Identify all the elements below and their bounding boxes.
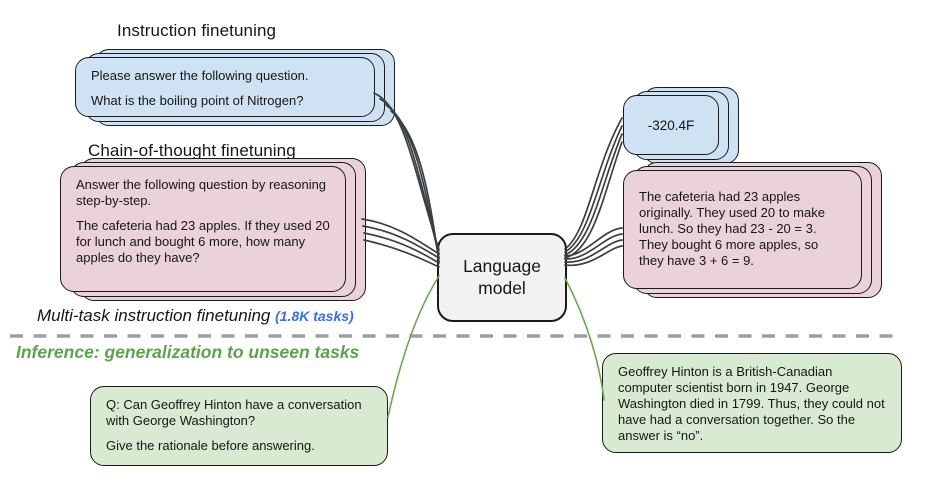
cot-to-model-lines [361,218,440,268]
model-to-cot-output-lines [564,227,623,267]
inference-section-label: Inference: generalization to unseen task… [16,342,360,362]
cot-prompt-card-stack: Answer the following question by reasoni… [60,158,366,301]
task-count-badge: (1.8K tasks) [275,308,354,324]
cot-output-card-stack: The cafeteria had 23 apples originally. … [623,162,882,298]
instruction-prompt-card: Please answer the following question. Wh… [75,57,375,117]
inference-output-card: Geoffrey Hinton is a British-Canadian co… [602,353,902,453]
language-model-box: Language model [437,233,567,322]
cot-prompt-card: Answer the following question by reasoni… [60,166,346,292]
instruction-answer-text: -320.4F [647,117,695,133]
cot-prompt-instruction: Answer the following question by reasoni… [76,177,327,209]
cot-prompt-question: The cafeteria had 23 apples. If they use… [76,218,330,266]
cot-answer-text: The cafeteria had 23 apples originally. … [639,189,825,269]
language-model-label-line2: model [478,277,526,298]
instruction-prompt-line-1: Please answer the following question. [91,68,309,83]
cot-output-card: The cafeteria had 23 apples originally. … [623,170,862,289]
instruction-prompt-card-stack: Please answer the following question. Wh… [75,49,395,126]
instruction-prompt-line-2: What is the boiling point of Nitrogen? [91,93,304,109]
inference-question-text: Q: Can Geoffrey Hinton have a conversati… [106,397,362,429]
instruction-finetuning-title: Instruction finetuning [117,21,277,40]
instruction-output-card: -320.4F [623,95,719,155]
chain-of-thought-finetuning-title: Chain-of-thought finetuning [88,141,296,160]
inference-answer-text: Geoffrey Hinton is a British-Canadian co… [618,364,885,444]
instruction-output-card-stack: -320.4F [623,87,739,164]
language-model-label-line1: Language [463,255,541,276]
model-to-inference-prompt-line [387,275,440,418]
inference-rationale-text: Give the rationale before answering. [106,438,315,454]
multitask-finetuning-label: Multi-task instruction finetuning (1.8K … [37,306,354,326]
inference-prompt-card: Q: Can Geoffrey Hinton have a conversati… [90,386,388,466]
model-to-inference-output-line [564,277,605,401]
multitask-finetuning-text: Multi-task instruction finetuning [37,306,276,325]
model-to-instruction-output-lines [564,117,623,259]
